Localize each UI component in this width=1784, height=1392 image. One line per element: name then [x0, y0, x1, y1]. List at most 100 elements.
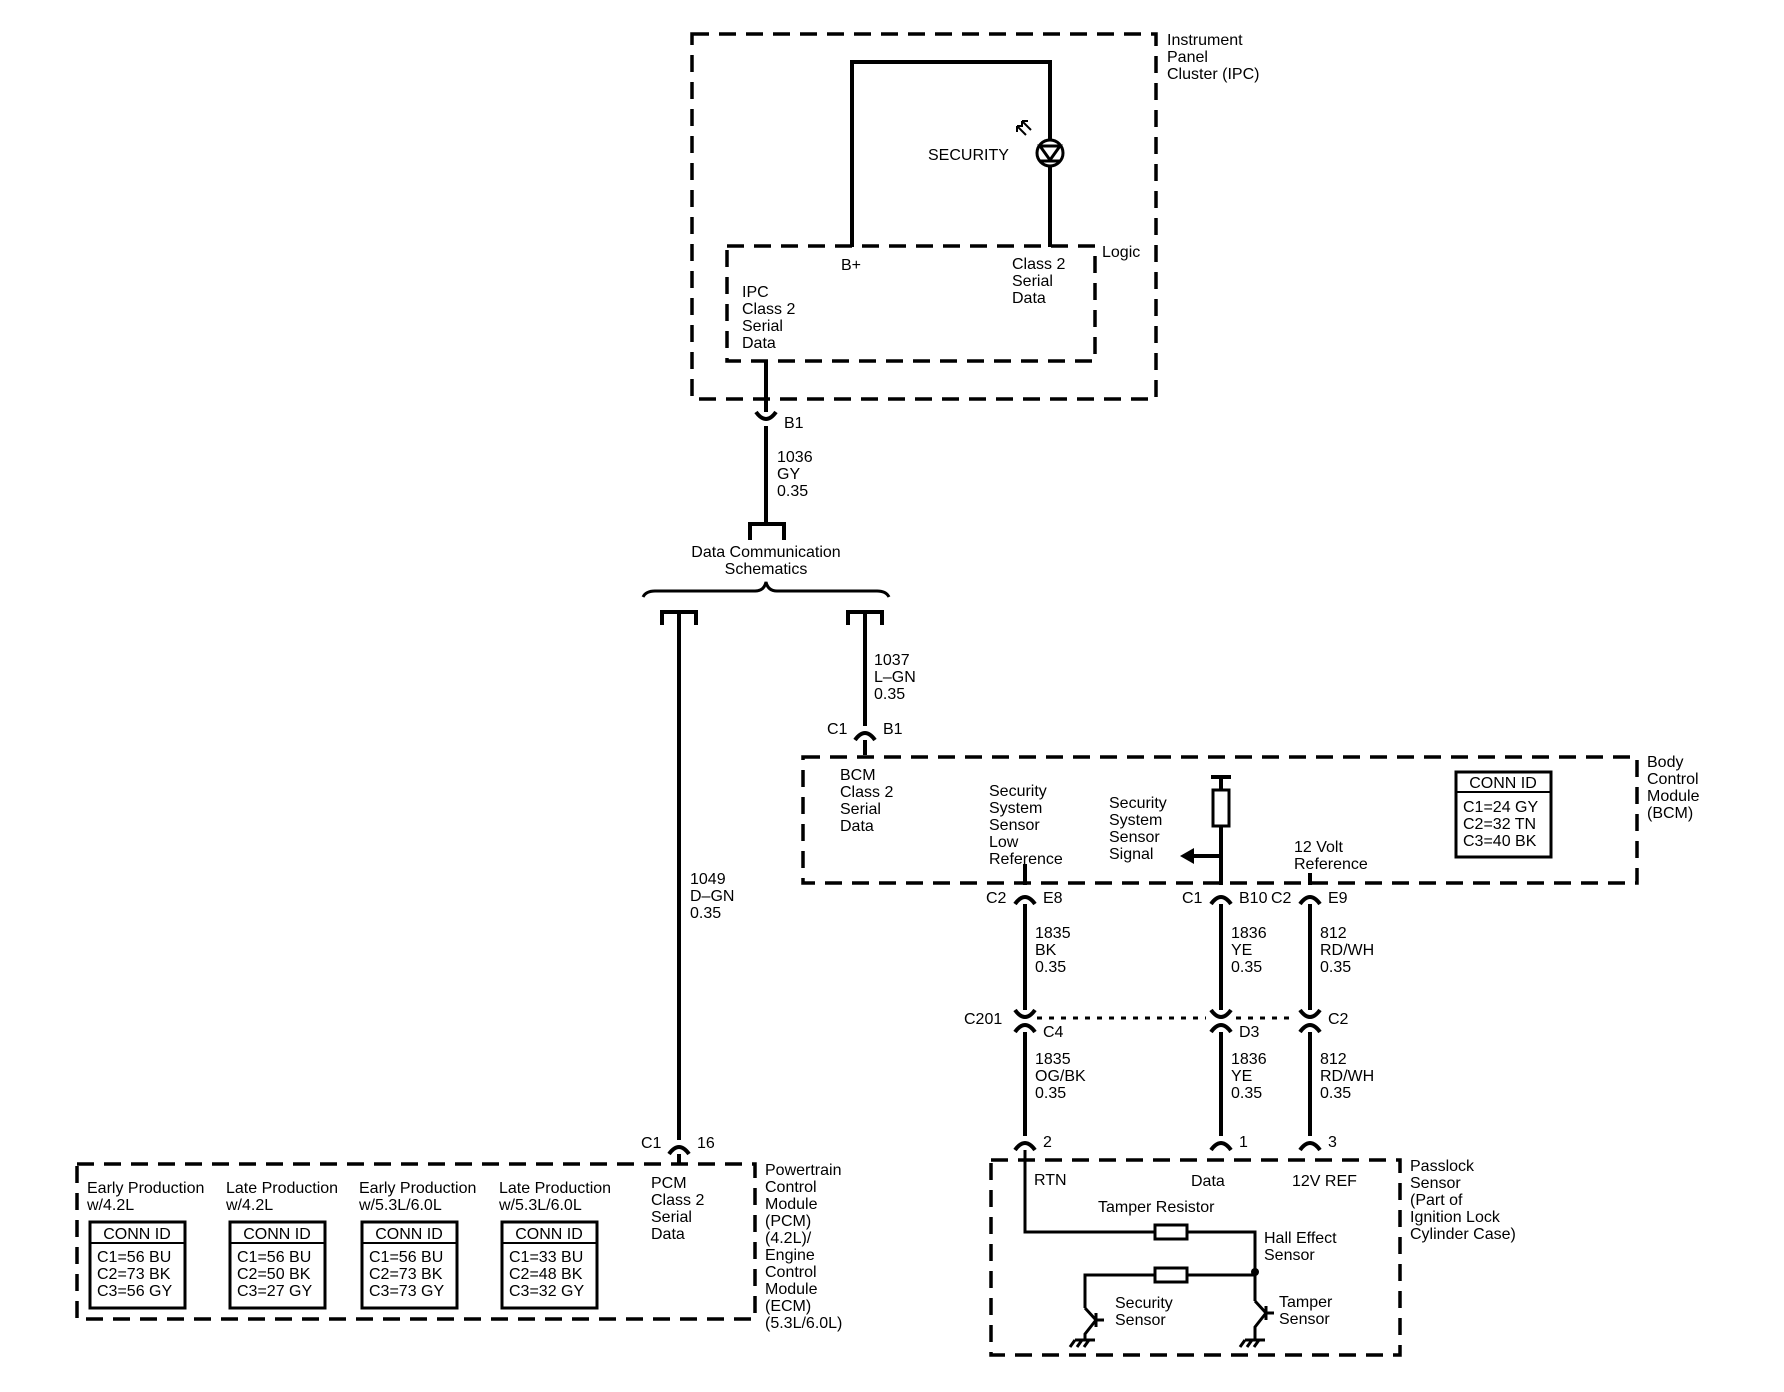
pin-e9-conn: C2: [1271, 890, 1292, 907]
security-sensor-label-2: Sensor: [1115, 1312, 1166, 1329]
passlock-outline: [989, 1158, 1402, 1357]
pcm-variant-late-42: Late Production w/4.2L CONN ID C1=56 BU …: [225, 1180, 338, 1310]
passlock-pin-icons: [1013, 1141, 1322, 1152]
pullup-resistor-icon: [1211, 788, 1231, 828]
bcm-conn-id-row-2: C2=32 TN: [1463, 816, 1536, 833]
bcm-conn-id-row-1: C1=24 GY: [1463, 799, 1538, 816]
lower-wire-3-gauge: 0.35: [1320, 1085, 1351, 1102]
c201-bottom-half-icons: [1013, 1023, 1322, 1034]
pcm-title-1: Powertrain: [765, 1162, 841, 1179]
wire-1036-color: GY: [777, 466, 800, 483]
pcm-data-line-3: Serial: [651, 1209, 692, 1226]
lower-wire-3-color: RD/WH: [1320, 1068, 1374, 1085]
wire-1037-id: 1037: [874, 652, 910, 669]
ipc-logic-label: Logic: [1102, 244, 1140, 261]
upper-wire-3-color: RD/WH: [1320, 942, 1374, 959]
bcm-title-1: Body: [1647, 754, 1683, 771]
pcm-title-3: Module: [765, 1196, 818, 1213]
bcm-conn-id-row-3: C3=40 BK: [1463, 833, 1537, 850]
pcm-data-line-4: Data: [651, 1226, 685, 1243]
pcm-title-6: Engine: [765, 1247, 815, 1264]
bcm-pin-connectors: C2 E8 C1 B10 C2 E9: [986, 890, 1348, 907]
bcm-conn-id-header: CONN ID: [1469, 775, 1537, 792]
pcm-title-10: (5.3L/6.0L): [765, 1315, 842, 1332]
variant-3-row-2: C2=73 BK: [369, 1266, 443, 1283]
upper-wire-3-id: 812: [1320, 925, 1347, 942]
lower-wire-2-id: 1836: [1231, 1051, 1267, 1068]
passlock-pin-3: 3: [1328, 1134, 1337, 1151]
variant-2-header: CONN ID: [243, 1226, 311, 1243]
pin-b10-pin: B10: [1239, 890, 1268, 907]
variant-1-title-1: Early Production: [87, 1180, 204, 1197]
pcm-title-7: Control: [765, 1264, 817, 1281]
tamper-sensor-icon: [1238, 1299, 1274, 1348]
variant-4-row-3: C3=32 GY: [509, 1283, 584, 1300]
ipc-outline: [690, 32, 1158, 401]
upper-wire-1-color: BK: [1035, 942, 1057, 959]
upper-wire-2-gauge: 0.35: [1231, 959, 1262, 976]
bcm-ref12-2: Reference: [1294, 856, 1368, 873]
pin-b10-icon: [1209, 895, 1233, 906]
c201-pin-c4: C4: [1043, 1024, 1064, 1041]
variant-1-title-2: w/4.2L: [86, 1197, 134, 1214]
passlock-pin-1: 1: [1239, 1134, 1248, 1151]
data-comm-brace-icon: [641, 581, 891, 598]
lower-wire-1-id: 1835: [1035, 1051, 1071, 1068]
security-sensor-icon: [1068, 1306, 1104, 1348]
pcm-variant-late-53: Late Production w/5.3L/6.0L CONN ID C1=3…: [498, 1180, 611, 1310]
upper-wire-2-color: YE: [1231, 942, 1252, 959]
ipc-title-2: Panel: [1167, 49, 1208, 66]
c201-pin-d3: D3: [1239, 1024, 1260, 1041]
passlock-title-1: Passlock: [1410, 1158, 1475, 1175]
pcm-module: PCM Class 2 Serial Data Powertrain Contr…: [75, 1162, 842, 1332]
ipc-class2-line-2: Serial: [1012, 273, 1053, 290]
variant-1-header: CONN ID: [103, 1226, 171, 1243]
data-comm-label-2: Schematics: [725, 561, 808, 578]
bcm-signal-4: Signal: [1109, 846, 1153, 863]
bcm-title-3: Module: [1647, 788, 1700, 805]
pin-e8-conn: C2: [986, 890, 1007, 907]
wire-1049-id: 1049: [690, 871, 726, 888]
lower-wire-2-color: YE: [1231, 1068, 1252, 1085]
variant-4-title-2: w/5.3L/6.0L: [498, 1197, 582, 1214]
security-indicator-label: SECURITY: [928, 147, 1009, 164]
variant-2-row-3: C3=27 GY: [237, 1283, 312, 1300]
bcm-low-ref-1: Security: [989, 783, 1047, 800]
passlock-title-4: Ignition Lock: [1410, 1209, 1501, 1226]
pin-e9-pin: E9: [1328, 890, 1348, 907]
ipc-data-line-4: Data: [742, 335, 776, 352]
passlock-data-label: Data: [1191, 1173, 1225, 1190]
bcm-conn-id-table: CONN ID C1=24 GY C2=32 TN C3=40 BK: [1454, 770, 1553, 859]
variant-1-row-2: C2=73 BK: [97, 1266, 171, 1283]
c201-label: C201: [964, 1011, 1002, 1028]
variant-3-row-3: C3=73 GY: [369, 1283, 444, 1300]
pcm-variant-early-42: Early Production w/4.2L CONN ID C1=56 BU…: [86, 1180, 204, 1310]
variant-2-row-2: C2=50 BK: [237, 1266, 311, 1283]
c201-pin-c2: C2: [1328, 1011, 1349, 1028]
lower-wire-1-color: OG/BK: [1035, 1068, 1086, 1085]
upper-wire-set: [1023, 904, 1312, 1010]
pin-e8-pin: E8: [1043, 890, 1063, 907]
ipc-b-plus-wire: [850, 60, 1052, 247]
ipc-title-3: Cluster (IPC): [1167, 66, 1259, 83]
wire-1037-color: L–GN: [874, 669, 916, 686]
bcm-c1-label: C1: [827, 721, 848, 738]
ipc-title-1: Instrument: [1167, 32, 1243, 49]
passlock-title-5: Cylinder Case): [1410, 1226, 1516, 1243]
variant-2-row-1: C1=56 BU: [237, 1249, 311, 1266]
passlock-sensor: 2 1 3 Passlock Sensor (Part of Ignition …: [989, 1134, 1516, 1357]
passlock-title-2: Sensor: [1410, 1175, 1461, 1192]
bcm-title-2: Control: [1647, 771, 1699, 788]
ipc-b1-label: B1: [784, 415, 804, 432]
variant-3-header: CONN ID: [375, 1226, 443, 1243]
pcm-variant-early-53: Early Production w/5.3L/6.0L CONN ID C1=…: [358, 1180, 476, 1310]
hall-resistor-icon: [1153, 1266, 1189, 1284]
hall-label-2: Sensor: [1264, 1247, 1315, 1264]
bcm-data-line-2: Class 2: [840, 784, 893, 801]
data-comm-link-top-icon: [748, 522, 786, 540]
variant-4-title-1: Late Production: [499, 1180, 611, 1197]
ipc-class2-line-1: Class 2: [1012, 256, 1065, 273]
bcm-data-line-3: Serial: [840, 801, 881, 818]
ipc-data-line-2: Class 2: [742, 301, 795, 318]
